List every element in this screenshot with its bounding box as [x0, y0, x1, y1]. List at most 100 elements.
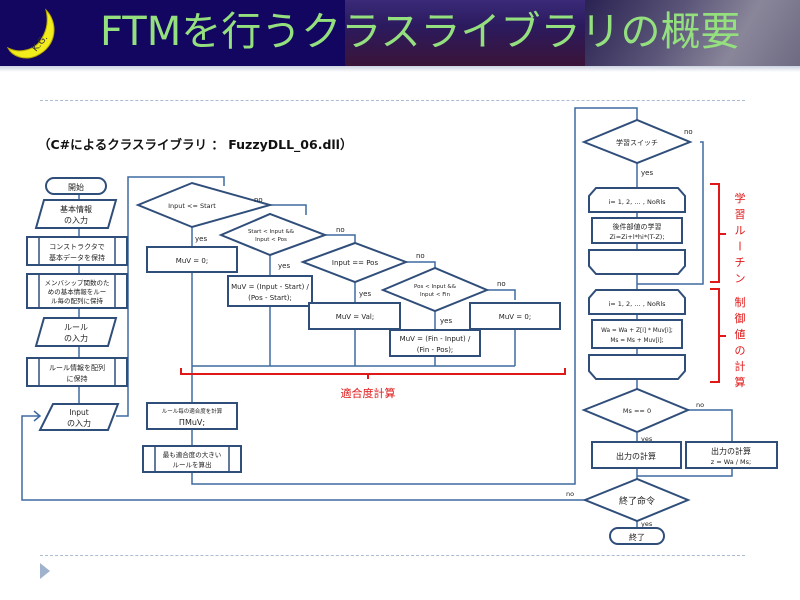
header-band-texture [585, 0, 800, 66]
constructor-label-2: 基本データを保持 [49, 253, 105, 262]
page-title: FTMを行うクラスライブラリの概要 [100, 9, 741, 55]
learning-routine-char: 学 [735, 191, 746, 205]
end-command-decision [582, 477, 691, 523]
end-terminal [609, 527, 665, 545]
loop-back-line [21, 415, 585, 501]
d2-label-2: Input < Pos [255, 237, 287, 243]
max-rule-label-1: 最も適合度の大きい [163, 450, 222, 459]
learn-switch-decision [581, 118, 693, 165]
rule-input-label-2: の入力 [64, 333, 88, 343]
d2-no-line [325, 234, 356, 245]
constructor-label-1: コンストラクタで [49, 242, 105, 251]
end-yes-label: yes [641, 520, 653, 528]
learning-routine-char: チ [735, 256, 746, 269]
p3-label: MuV = Val; [336, 313, 374, 321]
learning-routine-char: ー [733, 241, 746, 252]
basic-info-label-1: 基本情報 [60, 204, 92, 214]
output-calc-no [685, 441, 778, 469]
loop1-end [588, 249, 686, 275]
input-to-fitness-line [116, 176, 225, 417]
constructor-subroutine [26, 236, 128, 266]
process-p5 [469, 302, 561, 330]
process-p2 [227, 275, 313, 307]
output-calc-no-label-2: z = Wa / Ms; [711, 458, 752, 466]
output-calc-yes-label: 出力の計算 [616, 451, 656, 461]
output-calc-yes [591, 441, 682, 469]
rule-store-label-2: に保持 [67, 374, 88, 383]
learning-routine-char: ル [735, 224, 746, 237]
control-value-char: の [735, 344, 746, 357]
ms-yes-label: yes [641, 435, 653, 443]
input-label-1: Input [69, 408, 88, 417]
learn-process-label-2: Zi=Zi+l*hi*(T-Z); [609, 233, 664, 241]
membership-label-1: メンバシップ関数のた [45, 278, 110, 287]
rule-input-label-1: ルール [64, 323, 88, 332]
decision-d3 [300, 241, 409, 284]
control-value-bracket [710, 288, 726, 383]
d1-no-line [270, 204, 307, 215]
ms-no-label: no [696, 401, 704, 409]
d1-yes-label: yes [195, 235, 207, 243]
rule-input [34, 317, 118, 347]
learn-switch-no-line [637, 141, 704, 285]
bottom-divider [40, 555, 745, 556]
fitness-section: Input <= Start Start < Input && Input < … [135, 181, 566, 473]
rule-store-label-1: ルール情報を配列 [49, 363, 105, 372]
max-rule-subroutine [142, 445, 242, 473]
d2-no-label: no [336, 226, 345, 234]
d3-yes-label: yes [359, 290, 371, 298]
input-input [38, 403, 120, 431]
loop-back-arrow-icon [33, 410, 42, 422]
d1-label: Input <= Start [168, 202, 216, 210]
learn-process [591, 217, 683, 244]
learn-switch-label: 学習スイッチ [616, 138, 658, 147]
membership-label-3: ル毎の配列に保持 [51, 296, 104, 305]
learning-routine-char: ン [735, 272, 746, 285]
d3-no-label: no [416, 252, 425, 260]
end-no-label: no [566, 490, 574, 498]
control-value-label: 制 御 値 の 計 算 [735, 296, 746, 389]
p1-label: MuV = 0; [176, 257, 208, 265]
d4-yes-label: yes [440, 317, 452, 325]
end-label: 終了 [629, 532, 645, 542]
header-band-dark [0, 0, 345, 66]
p2-label-2: (Pos - Start); [248, 294, 292, 302]
d2-yes-label: yes [278, 262, 290, 270]
d4-label-2: Input < Fin [420, 292, 451, 298]
d3-label: Input == Pos [332, 259, 379, 267]
control-value-char: 御 [735, 311, 746, 325]
learn-switch-no-label: no [684, 128, 693, 136]
ms-check-label: Ms == 0 [623, 407, 651, 415]
process-p4 [389, 329, 481, 357]
start-label: 開始 [68, 182, 84, 192]
decision-d1 [135, 181, 274, 229]
d4-no-label: no [497, 280, 506, 288]
p2-label-1: MuV = (Input - Start) / [231, 283, 309, 291]
control-process-label-2: Ms = Ms + Muv[i]; [610, 338, 663, 344]
loop1-start [588, 187, 686, 213]
top-divider [40, 100, 745, 101]
decision-d2 [218, 212, 328, 257]
slide-header: K.G. FTMを行うクラスライブラリの概要 [0, 0, 800, 66]
output-calc-no-label-1: 出力の計算 [711, 446, 751, 456]
process-p1 [146, 246, 238, 273]
d2-label-1: Start < Input && [248, 229, 295, 235]
ms-no-line [688, 409, 733, 442]
left-column: 開始 基本情報 の入力 コンストラクタで 基本データを保持 メンバシップ関数のた… [26, 177, 128, 431]
membership-label-2: めの基本情報をルー [48, 287, 107, 296]
to-learning-line [191, 107, 638, 485]
header-shadow [0, 66, 800, 72]
control-process [591, 319, 683, 349]
rule-fitness-label-1: ルール毎の適合度を計算 [162, 407, 223, 415]
library-caption: （C#によるクラスライブラリ ： FuzzyDLL_06.dll） [38, 137, 353, 152]
d4-label-1: Pos < Input && [414, 284, 457, 290]
p5-label: MuV = 0; [499, 313, 531, 321]
fitness-bracket [180, 368, 566, 379]
start-terminal [45, 177, 107, 195]
decision-d4 [380, 266, 490, 313]
control-value-char: 計 [735, 359, 746, 373]
rule-fitness-process [146, 402, 238, 430]
basic-info-input [34, 199, 118, 229]
header-band-middle [345, 0, 585, 66]
max-rule-label-2: ルールを算出 [173, 460, 212, 469]
